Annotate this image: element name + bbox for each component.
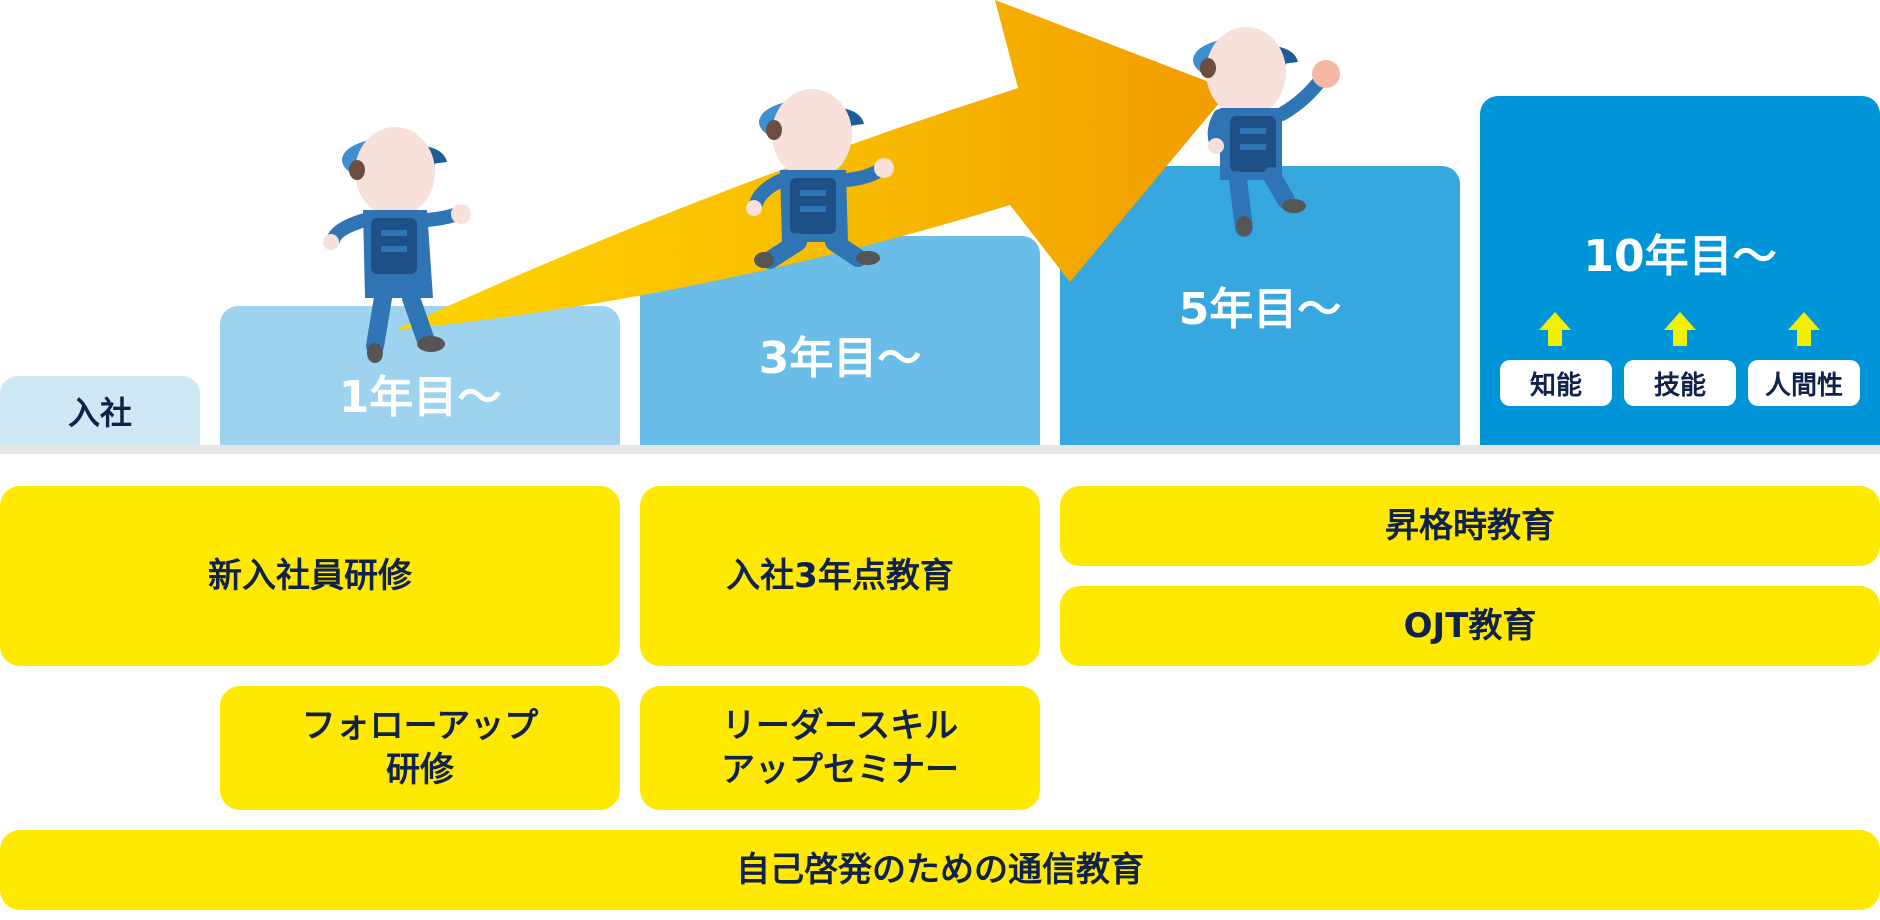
growth-label: 知能 bbox=[1529, 370, 1582, 401]
step-year10-label: 10年目〜 bbox=[1583, 231, 1777, 282]
up-arrow-icon bbox=[1539, 312, 1571, 346]
step-entry-label: 入社 bbox=[67, 394, 132, 432]
program-label: OJT教育 bbox=[1403, 605, 1537, 646]
worker-character bbox=[323, 127, 471, 363]
program-label: リーダースキルアップセミナー bbox=[721, 705, 959, 790]
up-arrow-icon bbox=[1788, 312, 1820, 346]
program-follow-up: フォローアップ研修 bbox=[220, 686, 620, 810]
program-leader-seminar: リーダースキルアップセミナー bbox=[640, 686, 1040, 810]
program-label: 入社3年点教育 bbox=[726, 555, 954, 596]
program-correspondence: 自己啓発のための通信教育 bbox=[0, 830, 1880, 910]
program-new-employee: 新入社員研修 bbox=[0, 486, 620, 666]
program-label: 新入社員研修 bbox=[208, 555, 412, 596]
program-promotion: 昇格時教育 bbox=[1060, 486, 1880, 566]
worker-character bbox=[746, 89, 894, 269]
growth-pill-humanity: 人間性 bbox=[1748, 360, 1860, 406]
step-year5-label: 5年目〜 bbox=[1178, 284, 1342, 335]
program-third-year: 入社3年点教育 bbox=[640, 486, 1040, 666]
step-year3-label: 3年目〜 bbox=[758, 333, 922, 384]
growth-pill-skill: 技能 bbox=[1624, 360, 1736, 406]
baseline-divider bbox=[0, 445, 1880, 454]
program-ojt: OJT教育 bbox=[1060, 586, 1880, 666]
worker-character bbox=[1193, 27, 1340, 237]
growth-label: 人間性 bbox=[1764, 370, 1843, 401]
step-entry: 入社 bbox=[0, 376, 200, 446]
up-arrow-icon bbox=[1664, 312, 1696, 346]
step-year1: 1年目〜 bbox=[220, 306, 620, 446]
growth-label: 技能 bbox=[1653, 370, 1706, 401]
program-label: フォローアップ研修 bbox=[301, 705, 539, 790]
program-label: 昇格時教育 bbox=[1385, 505, 1555, 546]
step-year1-label: 1年目〜 bbox=[338, 372, 502, 423]
growth-pill-intellect: 知能 bbox=[1500, 360, 1612, 406]
program-label: 自己啓発のための通信教育 bbox=[736, 849, 1144, 890]
